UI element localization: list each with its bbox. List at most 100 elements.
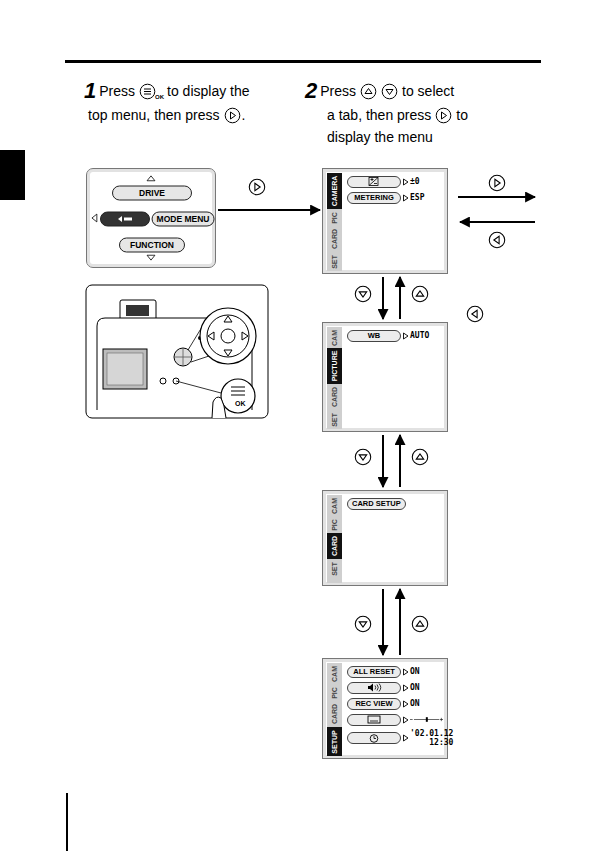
menu-pill: FUNCTION <box>119 238 185 253</box>
menu-pill <box>347 732 401 744</box>
camera-illustration <box>103 349 147 389</box>
brightness-slider <box>410 718 443 721</box>
arrow-button-icon <box>412 286 427 301</box>
menu-tab: CARD <box>327 226 342 252</box>
tab-label: PIC <box>331 212 339 224</box>
menu-screen: CAM PIC CARD SET CARD SETUP <box>322 490 448 586</box>
brightness-slider <box>426 717 428 722</box>
camera-illustration <box>174 348 192 366</box>
step-text: a tab, then pressto <box>327 104 468 126</box>
menu-arrow <box>401 332 410 340</box>
arrow-button-icon <box>355 616 370 631</box>
menu-tab: CAM <box>327 663 342 684</box>
setting-value: AUTO <box>410 331 429 340</box>
button-icon: OK <box>139 83 163 100</box>
navigation-arrow <box>382 277 384 319</box>
menu-icon <box>368 716 380 723</box>
button-icon <box>360 83 377 100</box>
menu-pill <box>347 682 401 694</box>
menu-tab: SET <box>327 410 342 429</box>
navigation-arrow <box>382 435 384 487</box>
menu-items: CARD SETUP <box>347 497 443 510</box>
tab-label: CARD <box>331 536 339 556</box>
setting-value: ±0 <box>410 177 420 186</box>
button-icon <box>382 84 397 99</box>
menu-icon <box>374 736 376 739</box>
camera-illustration <box>200 308 256 364</box>
camera-illustration <box>212 397 226 418</box>
camera-illustration <box>176 381 221 393</box>
tab-label: SET <box>331 255 339 269</box>
menu-pill <box>100 212 150 227</box>
menu-tab: CARD <box>327 701 342 727</box>
menu-arrow <box>404 669 409 675</box>
navigation-arrow <box>399 435 401 487</box>
menu-tab: CAMERA <box>327 173 342 209</box>
menu-row: METERING ESP <box>347 191 443 204</box>
menu-pill: ALL RESET <box>347 666 401 678</box>
menu-arrow <box>404 179 409 185</box>
menu-row: ON <box>347 681 443 694</box>
menu-tab: SETUP <box>327 727 342 756</box>
menu-pill: REC VIEW <box>347 698 401 710</box>
camera-illustration <box>175 349 191 365</box>
tab-label: CAM <box>331 330 339 346</box>
button-icon <box>435 107 452 124</box>
tab-label: PIC <box>331 687 339 699</box>
menu-tab: PIC <box>327 516 342 533</box>
menu-tab: CARD <box>327 384 342 410</box>
side-arrow <box>458 196 535 198</box>
menu-row: WB AUTO <box>347 329 443 342</box>
tab-label: CAM <box>331 498 339 514</box>
arrow-button-icon <box>355 286 370 301</box>
step-number: 1 <box>84 78 96 104</box>
side-arrow <box>489 175 504 190</box>
tab-label: SETUP <box>331 730 339 753</box>
arrow-button-icon <box>412 616 427 631</box>
button-icon <box>436 108 451 123</box>
button-icon <box>224 107 241 124</box>
tab-label: PIC <box>331 519 339 531</box>
setting-value: ESP <box>410 193 424 202</box>
button-label: OK <box>155 94 164 101</box>
menu-icon <box>362 734 386 743</box>
step-text: display the menu <box>327 126 433 148</box>
chapter-tab <box>0 150 25 200</box>
instruction-text: display the menu <box>327 129 433 145</box>
button-icon <box>224 107 241 124</box>
instruction-text: Press <box>320 83 356 99</box>
setting-value: 12:30 <box>429 738 453 747</box>
setting-value: ON <box>410 683 420 692</box>
menu-pill: MODE MENU <box>152 212 215 227</box>
menu-items: WB AUTO <box>347 329 443 342</box>
menu-arrow <box>404 717 409 723</box>
menu-arrow <box>401 684 410 692</box>
camera-illustration <box>221 329 235 343</box>
tab-label: SET <box>331 562 339 576</box>
menu-row: REC VIEWON <box>347 697 443 710</box>
menu-icon <box>369 178 378 186</box>
menu-icon <box>368 684 373 692</box>
tab-column: CAM PIC CARD SET <box>327 495 342 583</box>
button-icon <box>435 107 452 124</box>
side-arrow <box>458 175 535 247</box>
camera-illustration <box>107 353 143 385</box>
arrow-button-icon <box>412 449 427 464</box>
menu-pill: CARD SETUP <box>347 498 406 510</box>
setting-value: '02.01.1212:30 <box>410 729 453 747</box>
menu-pill: WB <box>347 330 401 342</box>
camera-illustration <box>208 316 248 356</box>
instruction-text: to select <box>402 83 454 99</box>
menu-icon <box>362 177 386 186</box>
arrow-button-icon <box>249 179 264 194</box>
camera-illustration <box>126 305 149 316</box>
instruction-text: top menu, then press <box>88 107 220 123</box>
instruction-text: to <box>456 107 468 123</box>
step-text: 2Pressto select <box>305 80 454 102</box>
menu-pill: METERING <box>347 192 401 204</box>
menu-icon <box>113 215 137 224</box>
tab-label: CAM <box>331 666 339 682</box>
